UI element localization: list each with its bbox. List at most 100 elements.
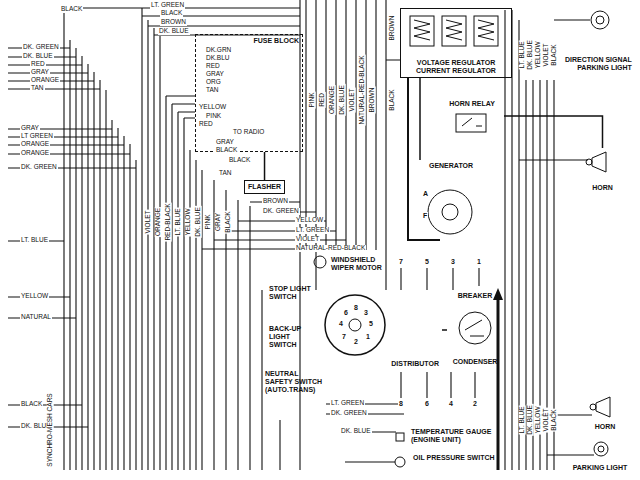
regulator-coil: [442, 16, 466, 46]
wire-color-label: DK.GRN: [205, 47, 232, 54]
terminal-number: 3: [450, 258, 456, 265]
wire-color-label: YELLOW: [198, 104, 227, 111]
wire-color-label: BLACK: [20, 401, 43, 408]
wire-color-label: DK. GREEN: [22, 44, 60, 51]
terminal-number: 1: [476, 258, 482, 265]
wire-connector: [442, 329, 447, 331]
terminal-number: 5: [424, 258, 430, 265]
component-label: FLASHER: [248, 183, 281, 191]
breaker-symbol: [459, 312, 491, 344]
wire-color-label: DK. GREEN: [20, 164, 58, 171]
wire-connector: [419, 78, 421, 160]
component-label: PARKING LIGHT: [573, 464, 628, 472]
wire-color-label: LT. GREEN: [330, 400, 365, 407]
wire-color-label: YELLOW: [185, 207, 192, 236]
terminal-number: 8: [398, 400, 404, 407]
switch-unit: OIL PRESSURE SWITCH: [410, 452, 510, 464]
wire-color-label: YELLOW: [295, 217, 324, 224]
component-label: NEUTRAL SAFETY SWITCH (AUTO.TRANS): [265, 370, 323, 394]
wire-color-label: LT. GREEN: [295, 227, 330, 234]
terminal-number: 8: [353, 304, 359, 311]
relay-symbol: [456, 114, 486, 132]
wire-color-label: BROWN: [389, 15, 396, 42]
wire-run: [326, 404, 404, 462]
arrow-head: [493, 288, 503, 300]
wire-color-label: RED-BLACK: [165, 202, 172, 241]
wire-color-label: BLACK: [160, 10, 183, 17]
component-label: DIRECTION SIGNAL: [565, 56, 632, 64]
wire-color-label: ORANGE: [155, 207, 162, 237]
relay-contact: [462, 118, 482, 126]
wire-color-label: DK.BLU: [205, 55, 230, 62]
switch-unit: STOP LIGHT SWITCH: [266, 283, 314, 303]
component-label: WINDSHIELD WIPER MOTOR: [331, 256, 387, 272]
wire-color-label: VIOLET: [145, 209, 152, 234]
wire-connector: [264, 152, 266, 180]
terminal-number: A: [422, 190, 429, 197]
lamp-filament: [596, 16, 604, 24]
wire-color-label: GRAY: [205, 71, 225, 78]
switch-symbol: [395, 457, 405, 467]
wire-color-label: GRAY: [215, 139, 235, 146]
wire-color-label: VIOLET: [349, 87, 356, 112]
wire-run: [8, 48, 136, 427]
wire-color-label: TO RADIO: [232, 129, 265, 136]
wire-color-label: LT GREEN: [20, 133, 54, 140]
wire-color-label: ORANGE: [20, 150, 50, 157]
component-label: HORN RELAY: [449, 100, 495, 108]
wire-color-label: NATURAL-RED-BLACK: [359, 54, 366, 125]
wire-color-label: BLACK: [60, 6, 83, 13]
wire-color-label: LT. GREEN: [150, 2, 185, 9]
wire-color-label: DK. BLUE: [339, 84, 346, 116]
wire-color-label: RED: [205, 63, 221, 70]
component-label: DISTRIBUTOR: [391, 360, 439, 368]
terminal-number: 1: [365, 333, 371, 340]
terminal-number: 4: [448, 400, 454, 407]
wire-color-label: BLACK: [389, 88, 396, 111]
wire-color-label: DK. BLUE: [22, 53, 54, 60]
horn-symbol: [596, 397, 610, 417]
wire-color-label: GRAY: [30, 69, 50, 76]
wire-color-label: RED: [198, 121, 214, 128]
terminal-number: 6: [424, 400, 430, 407]
wire-color-label: BLACK: [225, 210, 232, 233]
terminal-number: 2: [472, 400, 478, 407]
wire-color-label: DK. BLUE: [158, 28, 190, 35]
wire-color-label: RED: [30, 61, 46, 68]
wire-color-label: DK. BLUE: [527, 404, 534, 436]
component-label: HORN: [592, 184, 613, 192]
coil-winding: [414, 20, 494, 40]
wire-color-label: BLACK: [551, 408, 558, 431]
ground-lead: [497, 298, 500, 470]
wire-color-label: LT. BLUE: [20, 237, 49, 244]
wire-color-label: BROWN: [369, 87, 376, 114]
wire-color-label: LT. BLUE: [175, 208, 182, 237]
terminal-number: 5: [368, 320, 374, 327]
horn-unit: HORN: [575, 148, 630, 194]
horn-symbol: [592, 152, 606, 172]
component-label: PARKING LIGHT: [577, 64, 632, 72]
switch-unit: BACK-UP LIGHT SWITCH: [266, 323, 318, 351]
wire-color-label: VIOLET: [543, 42, 550, 67]
switch-unit: NEUTRAL SAFETY SWITCH (AUTO.TRANS): [262, 368, 326, 396]
wire-color-label: GRAY: [215, 212, 222, 232]
wire-color-label: ORANGE: [20, 141, 50, 148]
generator-armature: [442, 204, 458, 220]
wire-color-label: YELLOW: [20, 293, 49, 300]
lamp-filament: [598, 446, 604, 452]
wire-color-label: PINK: [309, 91, 316, 108]
wire-color-label: ORANGE: [30, 77, 60, 84]
wire-color-label: NATURAL: [20, 314, 52, 321]
wire-color-label: TAN: [218, 170, 233, 177]
generator-lead: [408, 78, 440, 240]
wire-color-label: BLACK: [228, 157, 251, 164]
generator-symbol: [428, 190, 472, 234]
wire-color-label: YELLOW: [535, 40, 542, 69]
wire-color-label: PINK: [205, 113, 222, 120]
gauge-unit-symbol: [396, 433, 404, 441]
component-label: HORN: [595, 423, 616, 431]
component-label: BREAKER: [458, 292, 493, 300]
lamp-symbol: [594, 442, 608, 456]
wire-color-label: DK. BLUE: [340, 428, 372, 435]
wire-color-label: VIOLET: [295, 236, 320, 243]
